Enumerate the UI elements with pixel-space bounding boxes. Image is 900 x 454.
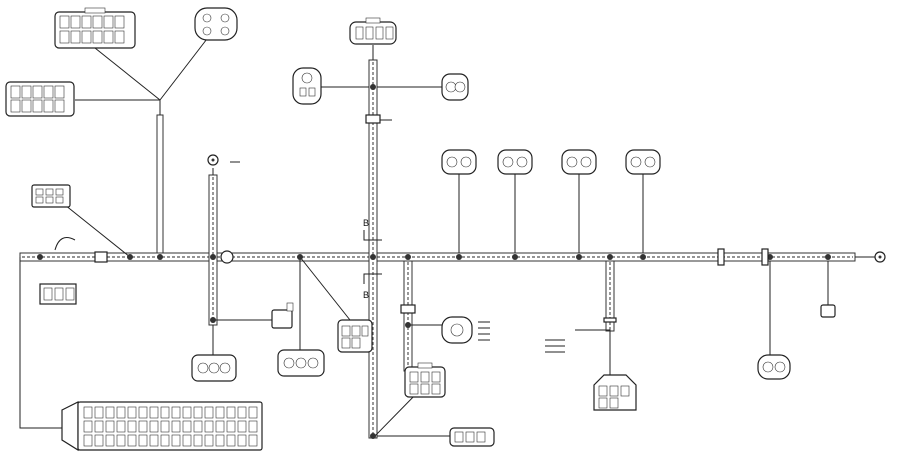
fuse-cell: [193, 434, 203, 447]
fuse-cell: [149, 434, 159, 447]
fuse-cell: [94, 434, 104, 447]
fuse-cell: [105, 406, 115, 419]
fuse-cell: [215, 406, 225, 419]
fuse-cell: [116, 434, 126, 447]
connector-bottom-a: [191, 354, 237, 382]
center-right-branch: [403, 260, 442, 372]
fuse-cell: [237, 420, 247, 433]
connector-bottom-f: [449, 427, 495, 447]
fuse-cell: [138, 420, 148, 433]
clips: [94, 114, 769, 323]
connector-right-small: [820, 304, 836, 318]
section-label-top: B: [363, 218, 369, 228]
fuse-cell: [248, 406, 258, 419]
top-center-branches: [320, 45, 442, 88]
fuse-cell: [94, 406, 104, 419]
bottom-center-branches: [213, 256, 450, 439]
section-marker-b: B B: [363, 218, 382, 300]
fuse-cell: [215, 420, 225, 433]
top-right-drops: [458, 172, 829, 355]
fuse-cell: [138, 406, 148, 419]
annotation-ticks: [230, 119, 565, 353]
connector-double-right-center: [441, 73, 469, 101]
connector-round-right-center: [441, 316, 490, 344]
connector-bottom-h: [757, 354, 791, 380]
connector-left-mid: [5, 81, 75, 117]
fuse-cell: [160, 406, 170, 419]
connector-bottom-b: [277, 349, 325, 377]
junction-nodes: [37, 84, 831, 439]
fuse-cell: [105, 420, 115, 433]
fuse-cell: [204, 434, 214, 447]
fuse-cell: [138, 434, 148, 447]
connector-top-round: [194, 7, 238, 41]
left-vertical-branch: [207, 154, 219, 358]
fuse-cell: [182, 434, 192, 447]
connector-row-top-right: [441, 149, 661, 175]
fuse-cell: [149, 420, 159, 433]
connector-top-left-large: [54, 7, 136, 49]
fuse-cell: [116, 406, 126, 419]
fuse-cell: [237, 406, 247, 419]
fuse-cell: [171, 406, 181, 419]
fuse-cell: [215, 434, 225, 447]
left-drop-wire: [19, 257, 62, 429]
fuse-cell: [204, 406, 214, 419]
fuse-cell: [160, 420, 170, 433]
main-trunk: [19, 252, 875, 262]
fuse-cell: [105, 434, 115, 447]
connector-left-lower: [39, 283, 77, 305]
top-left-branches: [54, 34, 211, 258]
fuse-cell: [182, 406, 192, 419]
fuse-cell: [127, 406, 137, 419]
connector-bottom-e: [404, 362, 446, 398]
fuse-cell: [248, 420, 258, 433]
fuse-cell: [127, 434, 137, 447]
fuse-cell: [193, 420, 203, 433]
section-label-bottom: B: [363, 290, 369, 300]
fuse-cell: [83, 434, 93, 447]
connector-small-center: [400, 304, 416, 314]
fuse-cell: [182, 420, 192, 433]
fuse-cell: [171, 434, 181, 447]
fuse-cell: [248, 434, 258, 447]
fuse-cell: [226, 420, 236, 433]
connector-bottom-g: [593, 374, 637, 411]
connector-round-left-center: [292, 67, 322, 105]
connector-left-small: [31, 184, 71, 208]
ground-terminal: [874, 251, 886, 263]
connector-bottom-c: [271, 302, 294, 329]
fuse-cell: [83, 406, 93, 419]
fuse-cell: [171, 420, 181, 433]
fuse-cell: [116, 420, 126, 433]
fuse-cell: [94, 420, 104, 433]
connector-bottom-d: [337, 319, 373, 353]
fuse-cell: [237, 434, 247, 447]
fuse-cell: [226, 406, 236, 419]
fuse-cell: [127, 420, 137, 433]
connector-top-center: [349, 17, 397, 45]
fuse-cell: [149, 406, 159, 419]
fuse-cell: [226, 434, 236, 447]
fuse-cell: [83, 420, 93, 433]
fuse-cell: [160, 434, 170, 447]
fuse-cell: [204, 420, 214, 433]
fuse-box-connector: [61, 401, 263, 452]
fuse-cell: [193, 406, 203, 419]
